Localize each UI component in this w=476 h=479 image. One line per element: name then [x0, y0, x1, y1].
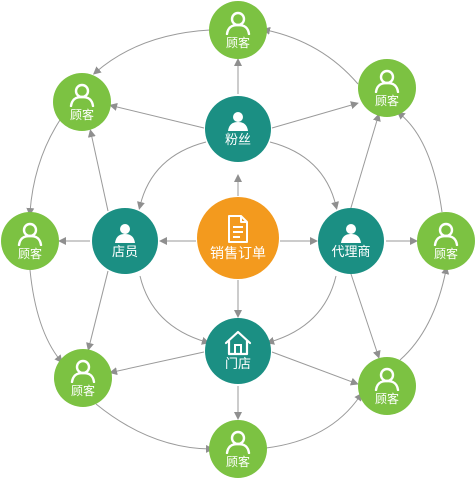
- customer-node-left: 顾客: [1, 212, 59, 270]
- sales-order-node: 销售订单: [197, 197, 279, 279]
- arc-agent-store: [266, 275, 337, 345]
- person-icon: [17, 222, 43, 246]
- arc-outer-left-bottomleft: [29, 269, 63, 364]
- customer-node-top-left: 顾客: [53, 73, 111, 131]
- customer-label: 顾客: [374, 93, 399, 108]
- arrow-fans-customer-topright: [271, 101, 359, 129]
- arc-fans-clerk: [137, 141, 207, 210]
- arrow-fans-customer-topleft: [109, 103, 205, 129]
- sales-order-label: 销售订单: [210, 245, 266, 262]
- store-node: 门店: [205, 318, 271, 384]
- arc-outer-topleft-left: [26, 119, 61, 216]
- arrow-store-customer-bottomleft: [109, 351, 205, 376]
- customer-label: 顾客: [69, 107, 94, 122]
- arc-outer-bottom-bottomright: [265, 392, 363, 449]
- agent-node: 代理商: [318, 208, 384, 274]
- person-icon: [433, 222, 459, 246]
- customer-label: 顾客: [433, 246, 458, 261]
- customer-label: 顾客: [225, 35, 250, 50]
- arc-outer-top-topleft: [92, 29, 211, 75]
- person-icon: [374, 69, 400, 93]
- arrow-agent-customer-topright: [349, 113, 381, 212]
- arrow-clerk-customer-topleft: [87, 129, 109, 212]
- customer-node-bottom: 顾客: [209, 420, 267, 478]
- customer-label: 顾客: [225, 454, 250, 469]
- person-icon: [70, 359, 96, 383]
- person-icon: [225, 430, 251, 454]
- arc-fans-agent: [269, 141, 339, 210]
- person-icon: [341, 224, 361, 243]
- customer-label: 顾客: [374, 391, 399, 406]
- person-icon: [69, 83, 95, 107]
- clerk-label: 店员: [111, 245, 138, 260]
- customer-node-top: 顾客: [209, 1, 267, 59]
- arrow-store-customer-bottomright: [271, 351, 359, 386]
- customer-node-bottom-right: 顾客: [358, 357, 416, 415]
- person-icon: [115, 224, 135, 243]
- person-icon: [228, 112, 248, 131]
- arc-outer-topright-top: [262, 26, 359, 85]
- customer-node-bottom-left: 顾客: [54, 349, 112, 407]
- fans-node: 粉丝: [205, 96, 271, 162]
- person-icon: [225, 11, 251, 35]
- arrow-agent-customer-bottomright: [349, 270, 381, 359]
- agent-label: 代理商: [331, 245, 371, 260]
- customer-node-right: 顾客: [417, 212, 475, 270]
- customer-node-top-right: 顾客: [358, 59, 416, 117]
- arc-clerk-store: [139, 275, 210, 345]
- document-icon: [228, 214, 248, 243]
- clerk-node: 店员: [92, 208, 158, 274]
- store-label: 门店: [224, 357, 251, 372]
- fans-label: 粉丝: [224, 133, 251, 148]
- arc-outer-bottomright-right: [399, 266, 450, 361]
- customer-label: 顾客: [17, 246, 42, 261]
- arc-outer-right-topright: [396, 111, 443, 213]
- arrow-clerk-customer-bottomleft: [86, 270, 109, 351]
- house-icon: [224, 330, 252, 356]
- customer-label: 顾客: [70, 383, 95, 398]
- person-icon: [374, 367, 400, 391]
- arc-outer-bottomleft-bottom: [95, 403, 214, 453]
